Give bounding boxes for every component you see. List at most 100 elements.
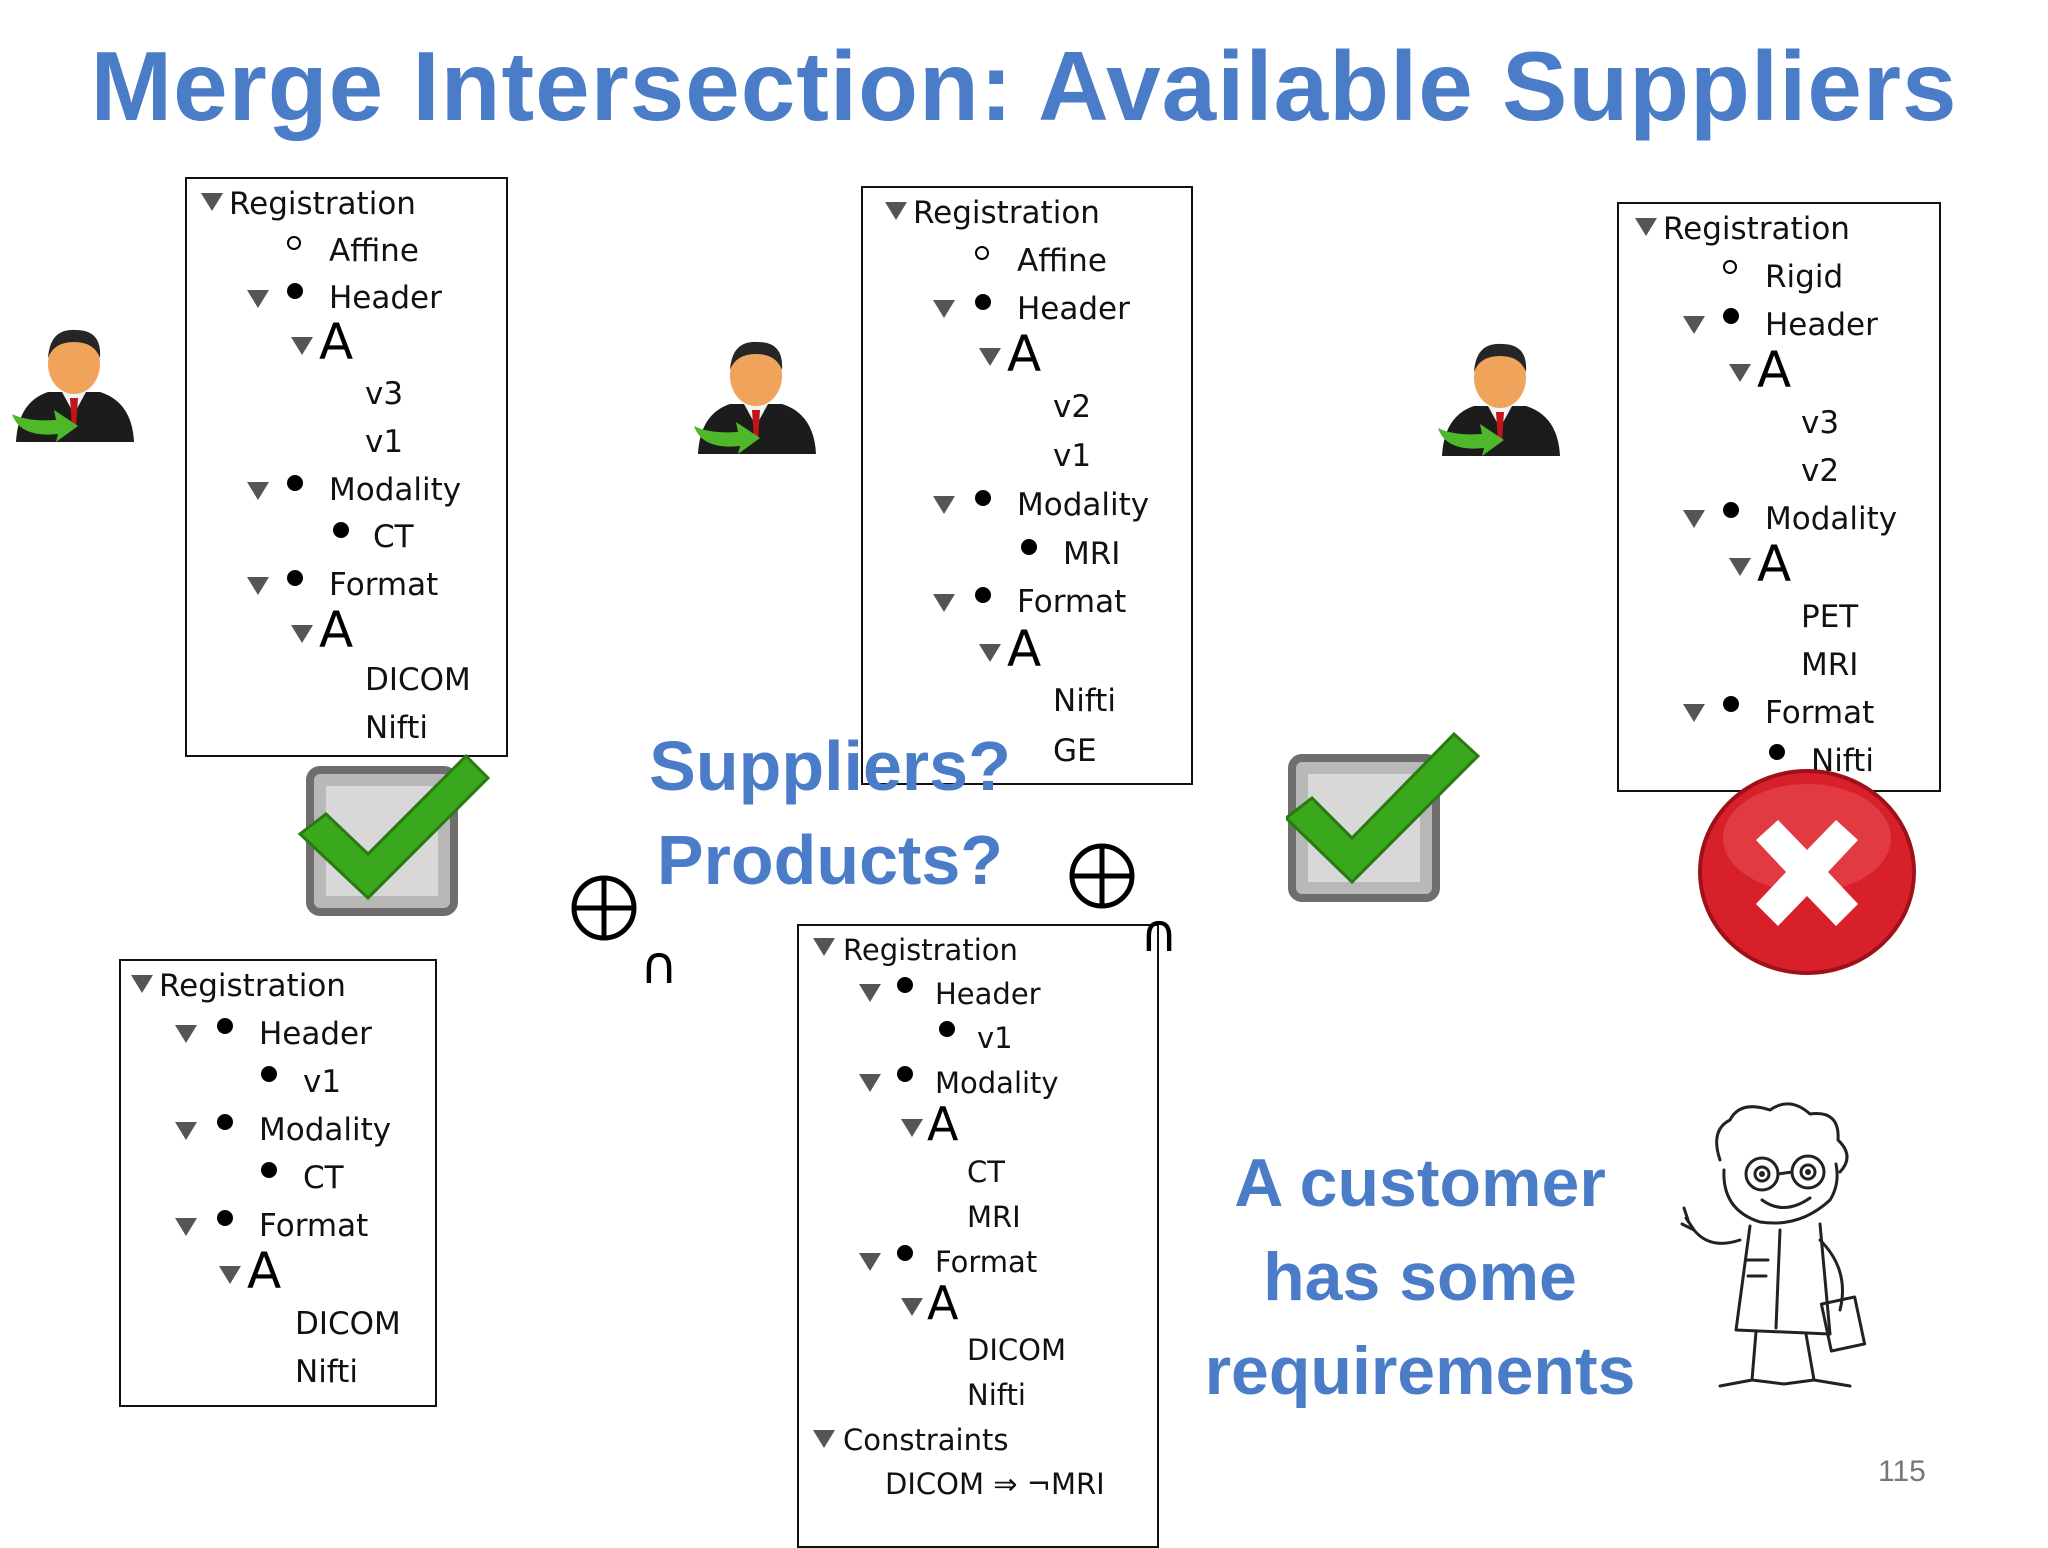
expand-triangle-icon: [1683, 510, 1705, 528]
alternative-icon: A: [319, 601, 354, 659]
mandatory-icon: [897, 977, 913, 993]
feature-label: MRI: [1801, 647, 1859, 683]
feature-label: Nifti: [295, 1354, 358, 1390]
feature-label: CT: [303, 1160, 344, 1196]
feature-label: Modality: [935, 1066, 1059, 1100]
checkmark-icon: [1286, 731, 1481, 902]
feature-label: Modality: [1017, 487, 1150, 523]
alternative-icon: A: [927, 1276, 959, 1330]
feature-label: MRI: [967, 1200, 1021, 1234]
feature-label: Modality: [329, 472, 462, 508]
alternative-icon: A: [1007, 620, 1042, 678]
merge-operator-icon: [1069, 843, 1135, 909]
feature-label: Format: [935, 1245, 1038, 1279]
scientist-icon: [1680, 1102, 1867, 1388]
mandatory-icon: [261, 1162, 277, 1178]
feature-label: v2: [1801, 453, 1840, 489]
expand-triangle-icon: [1683, 704, 1705, 722]
feature-label: Format: [329, 567, 439, 603]
expand-triangle-icon: [859, 1074, 881, 1092]
mandatory-icon: [261, 1066, 277, 1082]
expand-triangle-icon: [247, 577, 269, 595]
expand-triangle-icon: [813, 1430, 835, 1448]
expand-triangle-icon: [1635, 218, 1657, 236]
expand-triangle-icon: [859, 1253, 881, 1271]
suppliers-question: Suppliers?: [649, 727, 1011, 805]
customer-text-line3: requirements: [1204, 1333, 1636, 1409]
products-question: Products?: [656, 821, 1004, 899]
mandatory-icon: [217, 1018, 233, 1034]
feature-label: v3: [365, 376, 404, 412]
expand-triangle-icon: [291, 625, 313, 643]
feature-label: Modality: [259, 1112, 392, 1148]
expand-triangle-icon: [979, 644, 1001, 662]
constraints-label: Constraints: [843, 1423, 1009, 1457]
alternative-icon: A: [319, 313, 354, 371]
feature-label: Format: [1765, 695, 1875, 731]
mandatory-icon: [217, 1114, 233, 1130]
mandatory-icon: [287, 475, 303, 491]
tree-root-label: Registration: [159, 968, 346, 1004]
expand-triangle-icon: [1683, 316, 1705, 334]
expand-triangle-icon: [933, 300, 955, 318]
mandatory-icon: [975, 587, 991, 603]
expand-triangle-icon: [247, 482, 269, 500]
expand-triangle-icon: [219, 1266, 241, 1284]
mandatory-icon: [897, 1066, 913, 1082]
checkmark-icon: [297, 753, 491, 916]
optional-icon: [1723, 260, 1737, 274]
feature-label: Header: [935, 977, 1041, 1011]
supplier-icon: [12, 329, 134, 442]
feature-label: CT: [373, 519, 414, 555]
mandatory-icon: [287, 283, 303, 299]
supplier3-feature-tree: Registration Rigid Header A v3 v2 Modali…: [1617, 202, 1941, 792]
customer-text-line2: has some: [1263, 1239, 1577, 1315]
result-feature-tree: Registration Header v1 Modality CT Forma…: [119, 959, 437, 1407]
mandatory-icon: [975, 294, 991, 310]
feature-label: Affine: [329, 233, 419, 269]
feature-label: v1: [303, 1064, 342, 1100]
feature-label: v1: [1053, 438, 1092, 474]
expand-triangle-icon: [131, 975, 153, 993]
mandatory-icon: [975, 490, 991, 506]
supplier2-feature-tree: Registration Affine Header A v2 v1 Modal…: [861, 186, 1193, 785]
feature-label: MRI: [1063, 536, 1121, 572]
feature-label: v2: [1053, 389, 1092, 425]
optional-icon: [287, 236, 301, 250]
expand-triangle-icon: [175, 1218, 197, 1236]
constraint-expression: DICOM ⇒ ¬MRI: [885, 1467, 1105, 1501]
alternative-icon: A: [247, 1242, 282, 1300]
mandatory-icon: [287, 570, 303, 586]
tree-root-label: Registration: [843, 933, 1018, 967]
tree-root-label: Registration: [913, 195, 1100, 231]
feature-label: CT: [967, 1155, 1005, 1189]
expand-triangle-icon: [859, 984, 881, 1002]
intersection-symbol: ∩: [1140, 904, 1179, 964]
feature-label: Rigid: [1765, 259, 1844, 295]
expand-triangle-icon: [201, 193, 223, 211]
expand-triangle-icon: [901, 1298, 923, 1316]
intersection-symbol: ∩: [640, 936, 679, 996]
tree-root-label: Registration: [1663, 211, 1850, 247]
feature-label: v1: [977, 1021, 1013, 1055]
feature-label: Format: [259, 1208, 369, 1244]
feature-label: GE: [1053, 733, 1097, 769]
expand-triangle-icon: [885, 202, 907, 220]
feature-label: Header: [1765, 307, 1878, 343]
expand-triangle-icon: [1729, 558, 1751, 576]
feature-label: DICOM: [365, 662, 471, 698]
feature-label: Affine: [1017, 243, 1107, 279]
feature-label: v3: [1801, 405, 1840, 441]
feature-label: DICOM: [967, 1333, 1066, 1367]
expand-triangle-icon: [933, 496, 955, 514]
feature-label: v1: [365, 424, 404, 460]
feature-label: Nifti: [967, 1378, 1026, 1412]
mandatory-icon: [1021, 539, 1037, 555]
mandatory-icon: [333, 522, 349, 538]
supplier1-feature-tree: Registration Affine Header A v3 v1 Modal…: [185, 177, 508, 757]
expand-triangle-icon: [291, 337, 313, 355]
alternative-icon: A: [927, 1097, 959, 1151]
mandatory-icon: [1723, 502, 1739, 518]
alternative-icon: A: [1757, 341, 1792, 399]
mandatory-icon: [1723, 308, 1739, 324]
